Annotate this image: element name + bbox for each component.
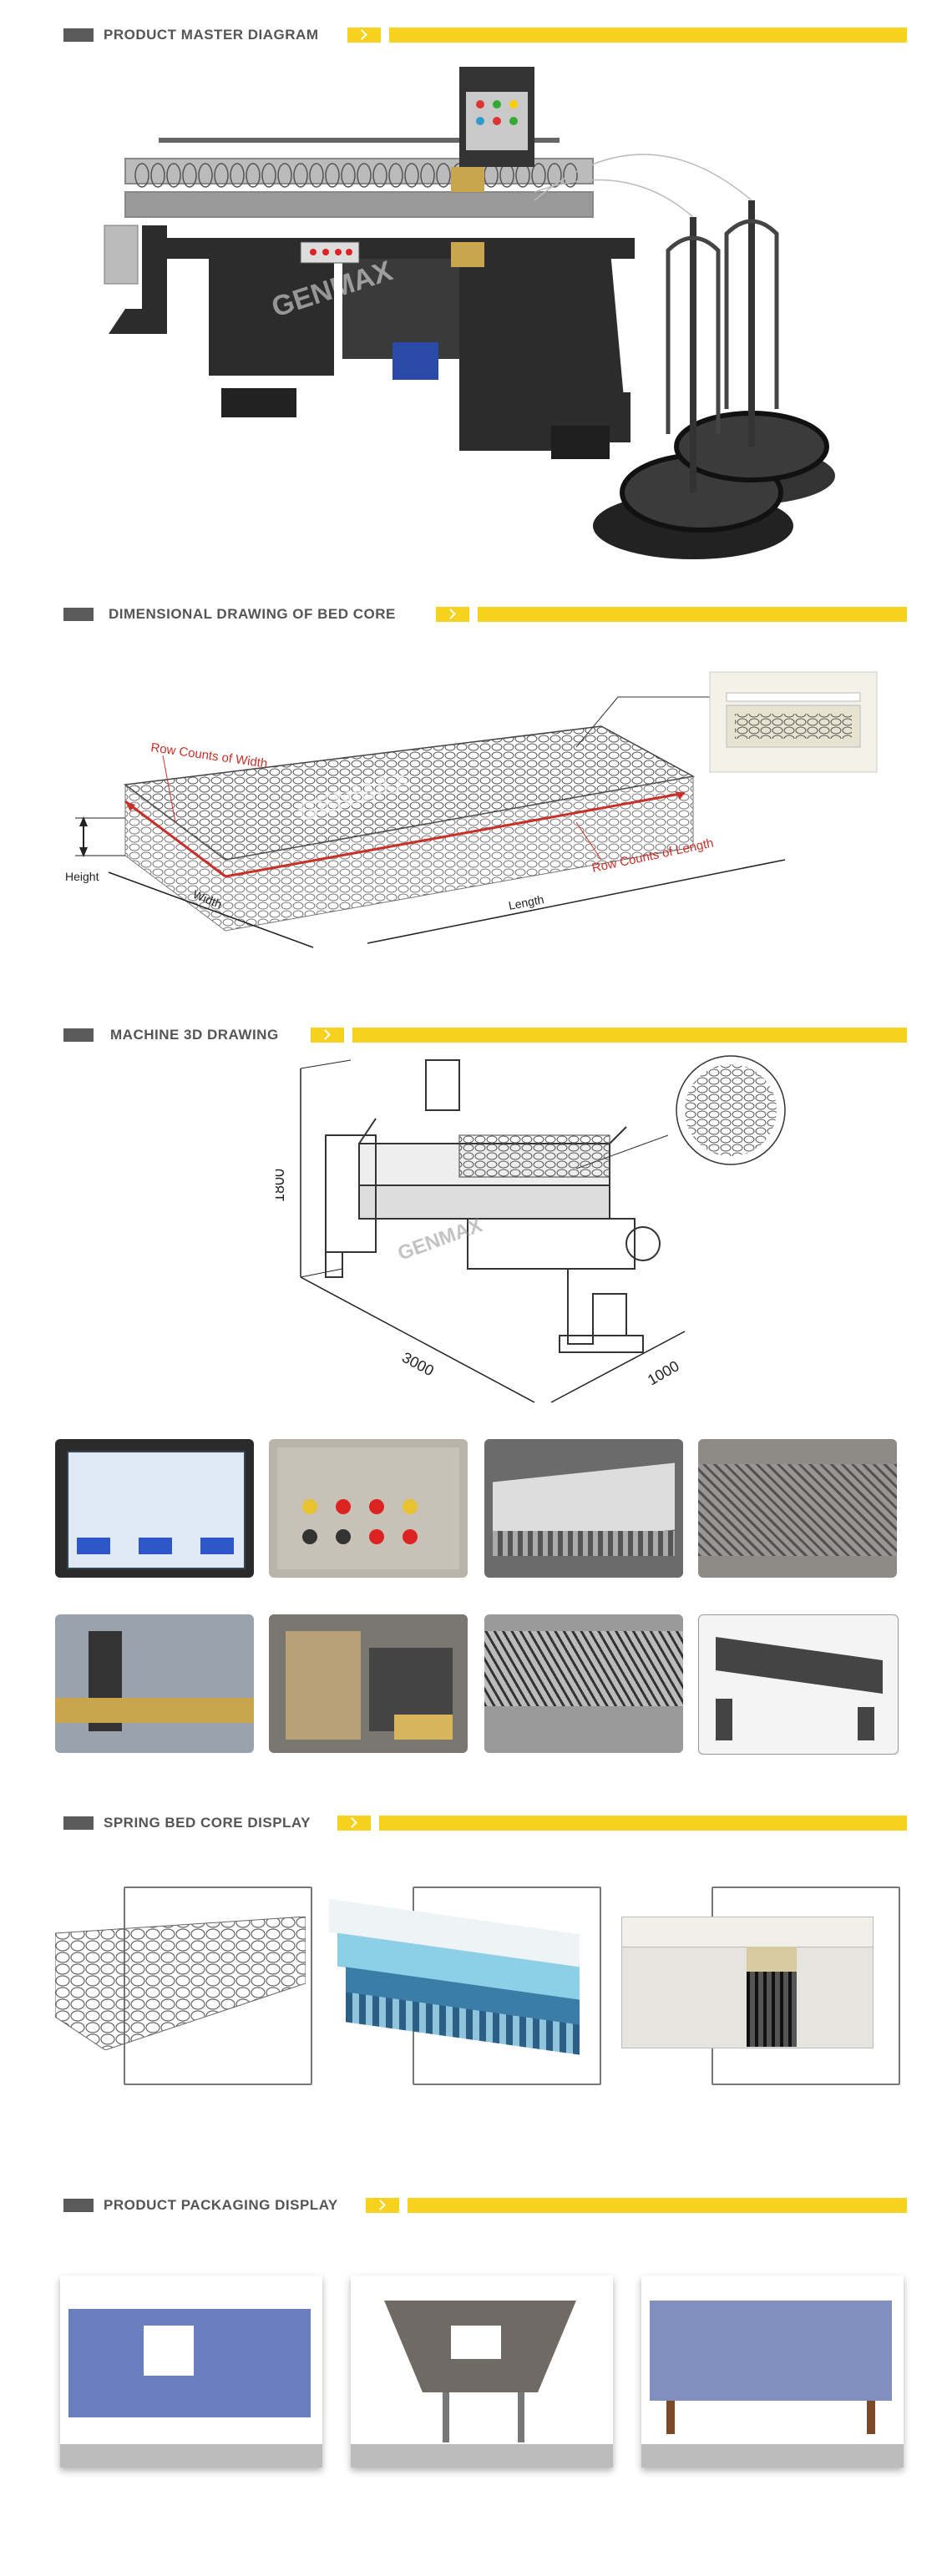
spring-coil: [341, 163, 356, 188]
motor: [392, 342, 438, 380]
spring-coil: [198, 163, 213, 188]
photo-full-machine: [698, 1614, 899, 1755]
section-header-packaging: PRODUCT PACKAGING DISPLAY: [63, 2197, 907, 2214]
section-header-spring-display: SPRING BED CORE DISPLAY: [63, 1815, 907, 1831]
section-header-master: PRODUCT MASTER DIAGRAM: [63, 27, 907, 43]
chevron-right-icon: [366, 2198, 399, 2213]
spring-coil: [277, 163, 292, 188]
header-yellow-bar: [478, 607, 907, 622]
spring-coil: [372, 163, 387, 188]
brass-fitting: [451, 167, 484, 192]
bed-core-with-foam: [329, 1898, 585, 2055]
photo-brass-mechanism: [269, 1614, 468, 1753]
header-gray-bar: [63, 1028, 94, 1042]
spring-coil: [309, 163, 324, 188]
bed-core-side: [124, 775, 694, 932]
section-title: MACHINE 3D DRAWING: [110, 1027, 279, 1043]
machine-3d-drawing: 1800 3000 1000 GENMAX: [276, 1055, 786, 1403]
bed-core-bare-springs: [55, 1917, 306, 2050]
spring-coil: [261, 163, 276, 188]
spring-coil: [134, 163, 149, 188]
spring-coil: [166, 163, 181, 188]
spring-coil: [214, 163, 229, 188]
top-rail: [159, 138, 560, 143]
photo-spring-conveyor: [484, 1439, 683, 1578]
watermark: GENMAX: [395, 1214, 485, 1265]
spring-coil: [388, 163, 403, 188]
row-counts-width-label: Row Counts of Width: [149, 740, 268, 770]
header-yellow-bar: [389, 28, 907, 43]
dim-line-length-rows: [225, 791, 686, 878]
header-gray-bar: [63, 28, 94, 42]
photo-spring-assembly: [698, 1439, 897, 1578]
spring-coil: [293, 163, 308, 188]
motor-cylinder: [104, 225, 139, 285]
dim-line-width-rows: [124, 800, 226, 878]
section-header-machine3d: MACHINE 3D DRAWING: [63, 1027, 907, 1043]
height-label: Height: [65, 870, 99, 883]
photo-touchscreen: [55, 1439, 254, 1578]
header-gray-bar: [63, 608, 94, 621]
chevron-right-icon: [347, 28, 381, 43]
spring-coil: [246, 163, 261, 188]
photo-button-panel: [269, 1439, 468, 1578]
product-master-illustration: GENMAX: [104, 67, 835, 559]
height-1800-label: 1800: [276, 1169, 287, 1202]
packaging-photo-2: [351, 2275, 613, 2467]
section-header-dimensional: DIMENSIONAL DRAWING OF BED CORE: [63, 606, 907, 623]
spring-coil: [230, 163, 245, 188]
bed-core-dimension-drawing: Row Counts of Width Row Counts of Length…: [65, 671, 878, 948]
section-title: PRODUCT PACKAGING DISPLAY: [104, 2197, 338, 2213]
length-3000-label: 3000: [399, 1349, 437, 1379]
spring-coil: [182, 163, 197, 188]
header-yellow-bar: [379, 1816, 907, 1831]
spring-coil: [547, 163, 562, 188]
spring-coil: [436, 163, 451, 188]
photo-workshop-machine: [55, 1614, 254, 1753]
spring-coil: [420, 163, 435, 188]
bed-core-cross-section: [621, 1917, 877, 2058]
header-yellow-bar: [408, 2198, 907, 2213]
spring-coil: [357, 163, 372, 188]
spring-coil: [563, 163, 578, 188]
spring-coil: [531, 163, 546, 188]
header-gray-bar: [63, 2199, 94, 2212]
section-title: SPRING BED CORE DISPLAY: [104, 1815, 311, 1831]
wire-spool-stand: [534, 154, 835, 559]
header-yellow-bar: [352, 1028, 907, 1043]
spring-coil: [150, 163, 165, 188]
length-dim: [367, 859, 786, 944]
width-1000-label: 1000: [645, 1357, 682, 1388]
chevron-right-icon: [436, 607, 469, 622]
width-dim: [108, 871, 314, 948]
machine-lineart: [325, 1059, 661, 1353]
section-title: DIMENSIONAL DRAWING OF BED CORE: [109, 606, 396, 622]
header-gray-bar: [63, 1816, 94, 1830]
foot-pedal: [221, 388, 296, 417]
spring-coil: [325, 163, 340, 188]
spring-coil: [404, 163, 419, 188]
packaging-photo-3: [641, 2275, 904, 2467]
packaging-photo-1: [60, 2275, 322, 2467]
section-title: PRODUCT MASTER DIAGRAM: [104, 27, 319, 43]
photo-coil-rail: [484, 1614, 683, 1753]
chevron-right-icon: [337, 1816, 371, 1831]
chevron-right-icon: [311, 1028, 344, 1043]
